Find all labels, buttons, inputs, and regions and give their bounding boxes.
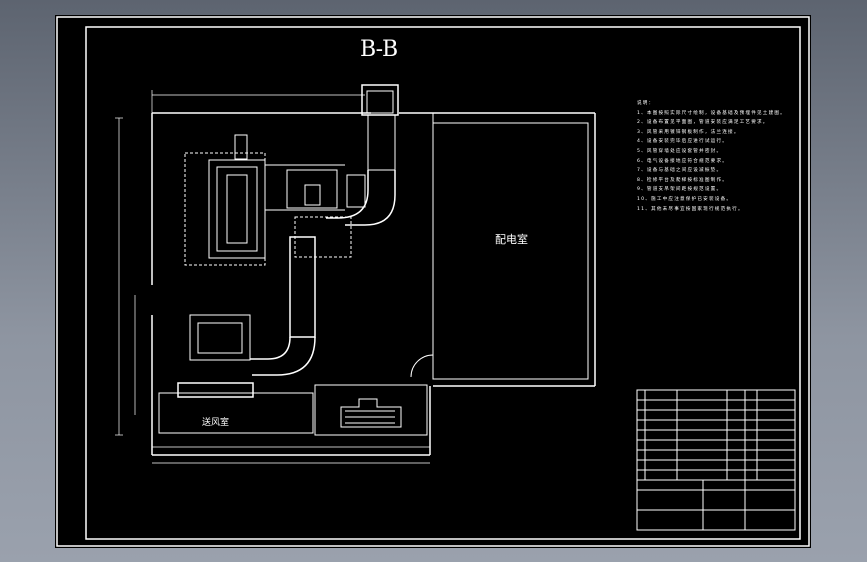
dimension-lines bbox=[115, 90, 430, 464]
cabinet bbox=[189, 314, 251, 361]
duct-upper bbox=[326, 84, 399, 226]
power-room-label: 配电室 bbox=[495, 233, 528, 246]
note-item: 8、检修平台及爬梯按标准图制作。 bbox=[637, 177, 729, 183]
building-outline bbox=[151, 112, 596, 456]
duct-lower bbox=[250, 236, 316, 376]
notes-heading: 说明： bbox=[637, 101, 655, 106]
note-item: 6、电气设备接地应符合规范要求。 bbox=[637, 158, 729, 164]
notes-block: 说明： 1、本图按照实际尺寸绘制，设备基础及预埋件见土建图。 2、设备布置见平面… bbox=[637, 101, 797, 213]
inner-border bbox=[85, 26, 801, 540]
note-item: 1、本图按照实际尺寸绘制，设备基础及预埋件见土建图。 bbox=[637, 110, 786, 116]
note-item: 5、风管穿墙处应设套管并密封。 bbox=[637, 148, 723, 154]
note-item: 11、其他未尽事宜按国家现行规范执行。 bbox=[637, 206, 744, 212]
air-room bbox=[158, 382, 428, 436]
note-item: 2、设备布置见平面图，管道安装应满足工艺要求。 bbox=[637, 120, 769, 126]
note-item: 10、施工中应注意保护已安装设备。 bbox=[637, 196, 733, 202]
cad-drawing bbox=[56, 16, 810, 547]
note-item: 4、设备安装完毕后应进行试运行。 bbox=[637, 139, 729, 145]
power-room bbox=[410, 113, 589, 380]
note-item: 9、管道支吊架间距按规范设置。 bbox=[637, 187, 723, 193]
outer-border bbox=[56, 16, 810, 547]
air-room-label: 送风室 bbox=[202, 418, 230, 428]
view-title: B-B bbox=[360, 37, 398, 62]
title-block bbox=[636, 389, 796, 531]
note-item: 3、风管采用镀锌钢板制作，法兰连接。 bbox=[637, 129, 740, 135]
drawing-sheet: B-B 配电室 送风室 说明： 1、本图按照实际尺寸绘制，设备基础及预埋件见土建… bbox=[55, 15, 811, 548]
equipment-block bbox=[184, 134, 366, 266]
note-item: 7、设备与基础之间应设减振垫。 bbox=[637, 168, 723, 174]
